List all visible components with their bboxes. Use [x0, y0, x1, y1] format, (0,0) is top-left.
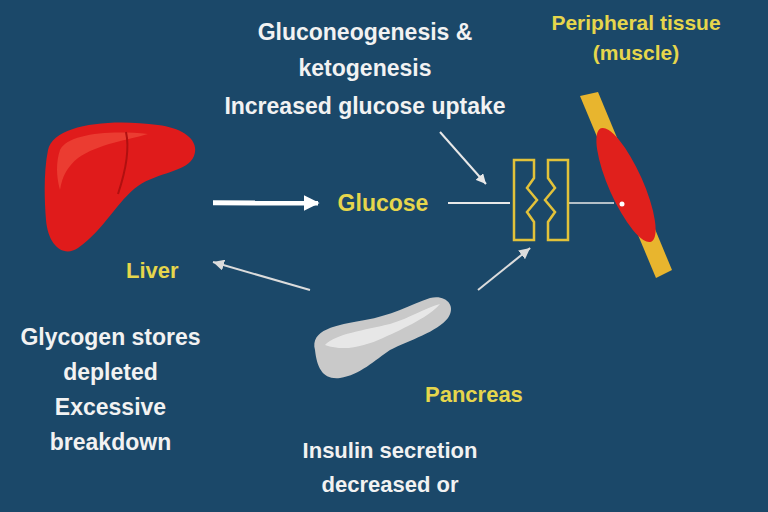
molecule-name: Glucose [318, 190, 448, 216]
connector-arrow [213, 262, 310, 290]
receptor-half [545, 160, 568, 240]
pancreas-highlight [325, 304, 440, 348]
pancreas-shape [314, 297, 451, 378]
connector-arrow [478, 248, 530, 290]
liver-highlight [57, 133, 148, 190]
organ-name: Pancreas [425, 382, 565, 408]
liver-fissure [118, 132, 128, 194]
liver-organ: LiverGlycogen stores depleted Excessive … [8, 110, 213, 505]
connector-arrow [448, 202, 510, 204]
liver-shape [45, 122, 196, 251]
muscle-belly [585, 121, 666, 248]
receptor-half [514, 160, 537, 240]
organ-note: Insulin secretion decreased or [265, 434, 515, 502]
pancreas-illustration [265, 290, 275, 300]
organ-note: Glycogen stores depleted Excessive break… [8, 320, 213, 460]
pancreas-organ: PancreasInsulin secretion decreased or [265, 290, 565, 507]
liver-illustration [8, 110, 18, 120]
organ-name: Liver [126, 258, 213, 284]
muscle-tissue: Peripheral tissue (muscle) [510, 8, 762, 248]
glucose-line [568, 202, 614, 204]
process-note: Gluconeogenesis & ketogenesis [235, 14, 495, 86]
tendon-band [580, 92, 672, 278]
process-note: Increased glucose uptake [215, 88, 515, 124]
tissue-name: Peripheral tissue (muscle) [510, 8, 762, 68]
muscle-illustration [510, 8, 520, 18]
connector-arrow [213, 200, 318, 205]
glucose-term: Glucose [318, 186, 448, 220]
leader-arrow [440, 132, 486, 184]
uptake-dot [620, 202, 625, 207]
